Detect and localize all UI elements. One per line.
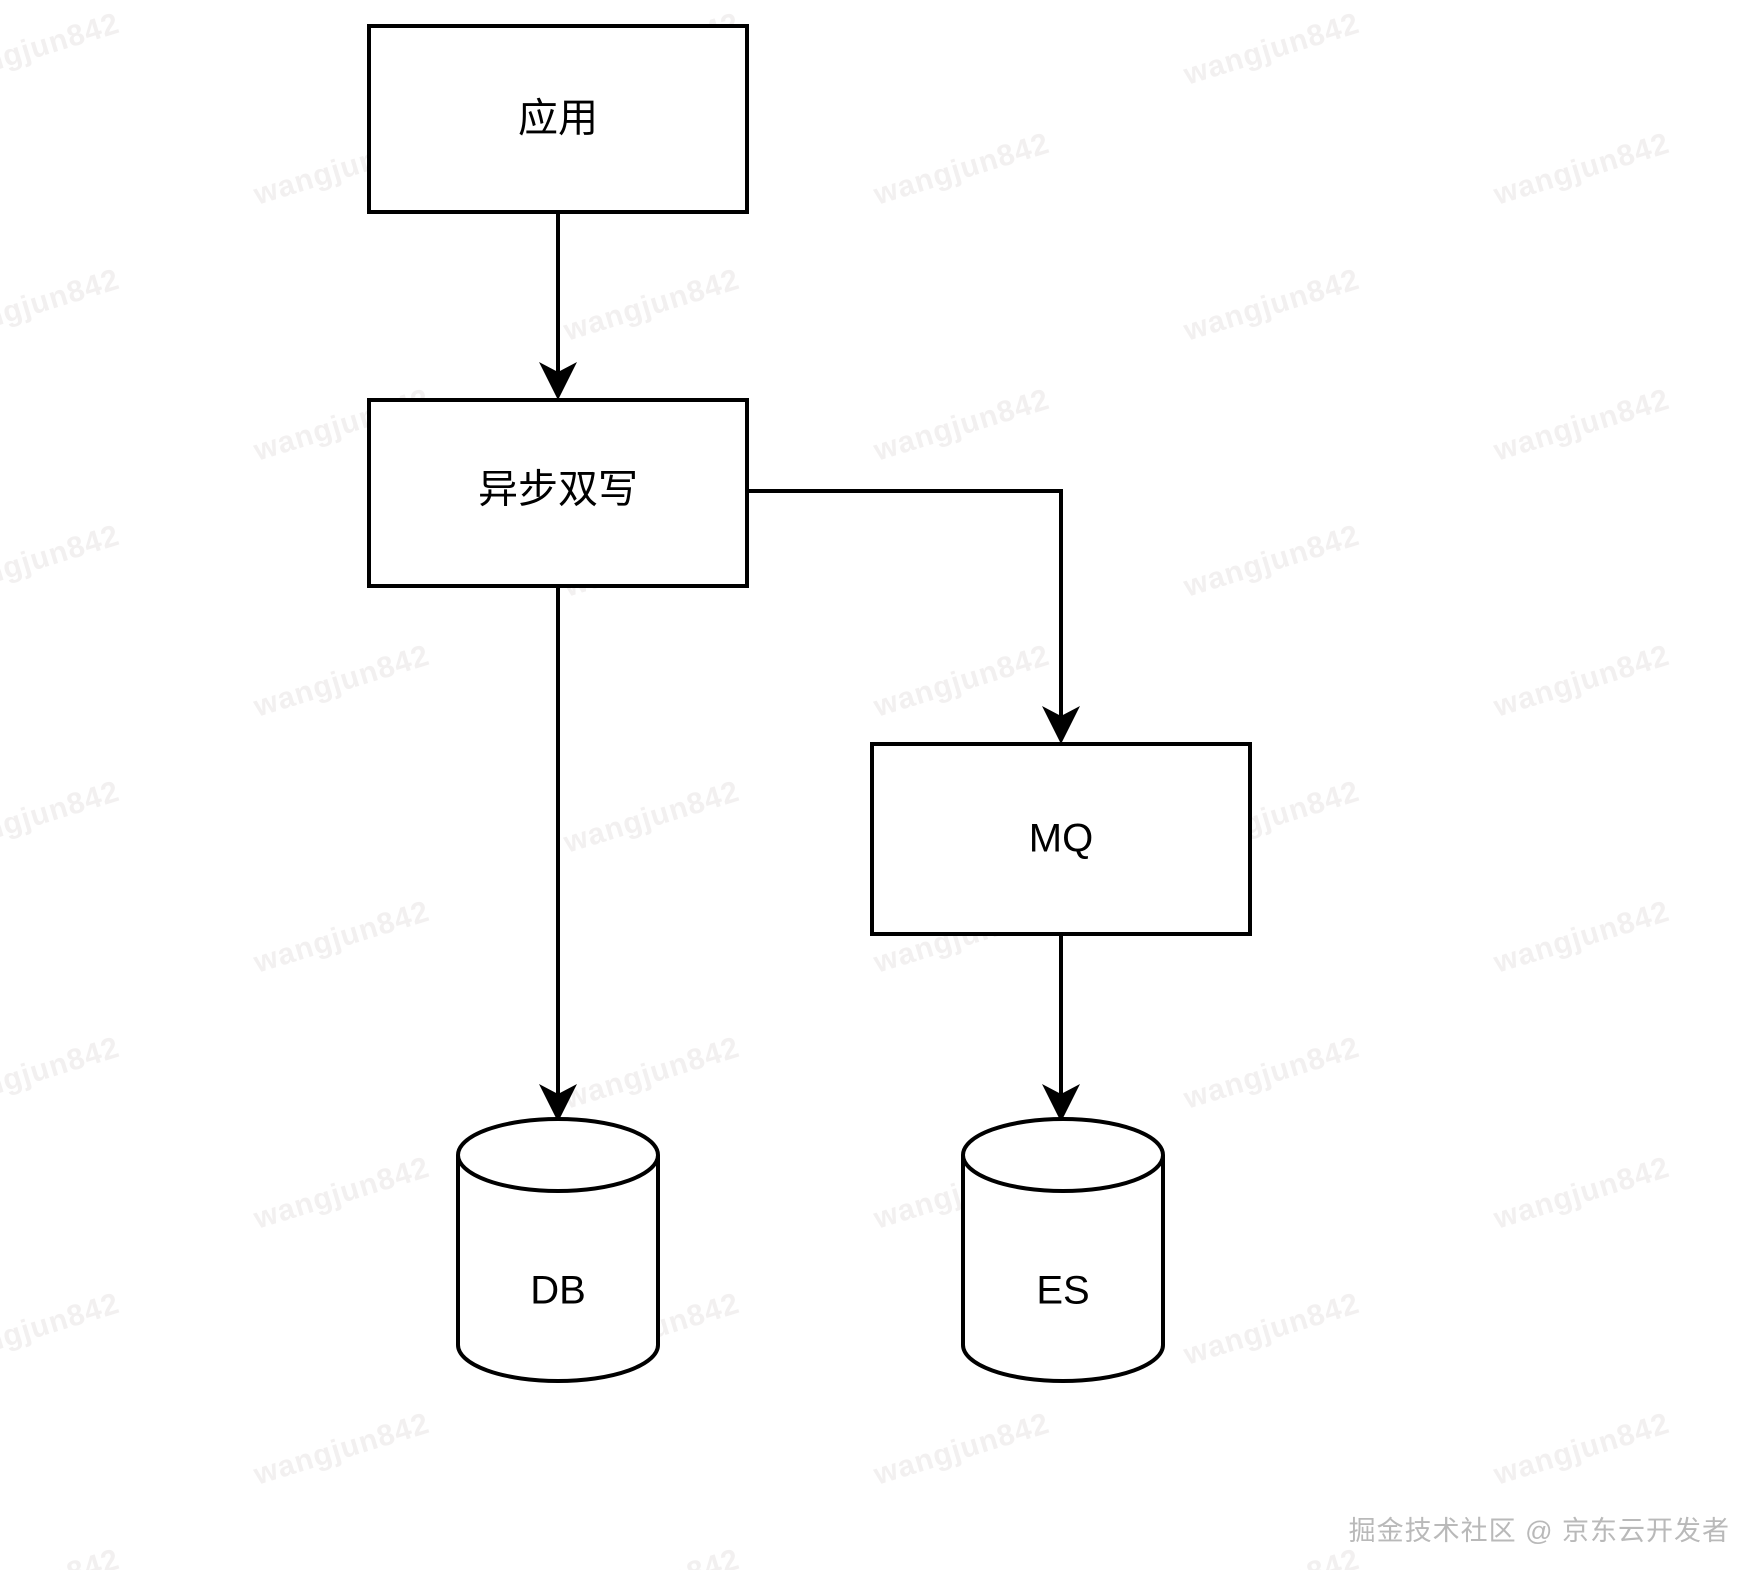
node-async-dual-write[interactable]: 异步双写 (367, 398, 749, 588)
edge-dual-to-mq (747, 489, 1080, 744)
edge-mq-to-es (1042, 934, 1080, 1122)
node-es-label: ES (1036, 1269, 1089, 1313)
edge-app-to-dual (539, 212, 577, 400)
node-db-label: DB (530, 1269, 586, 1313)
node-es[interactable]: ES (961, 1117, 1165, 1383)
node-db[interactable]: DB (456, 1117, 660, 1383)
credit-watermark: 掘金技术社区 @ 京东云开发者 (1348, 1516, 1730, 1546)
node-mq-label: MQ (1029, 817, 1093, 861)
node-mq[interactable]: MQ (870, 742, 1252, 936)
edge-dual-to-db (539, 586, 577, 1122)
node-app-label: 应用 (518, 97, 598, 141)
node-async-dual-write-label: 异步双写 (478, 468, 638, 512)
node-app[interactable]: 应用 (367, 24, 749, 214)
